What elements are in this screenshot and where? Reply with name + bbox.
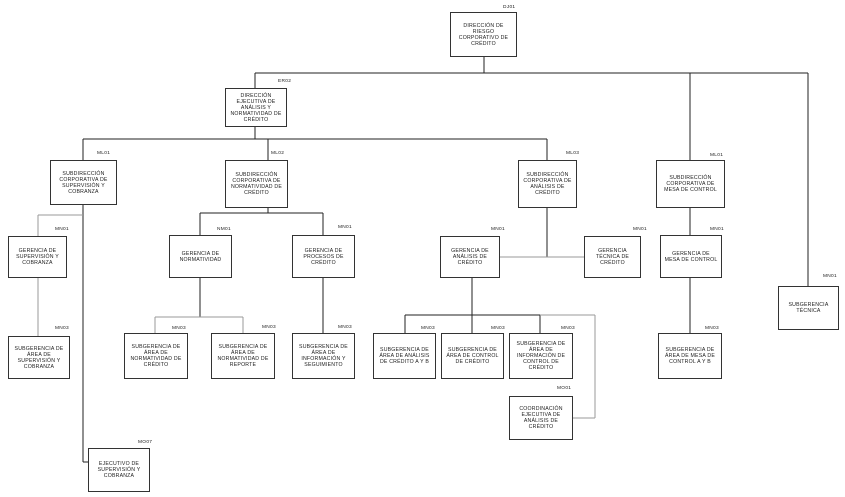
- unit-code: ML01: [97, 151, 111, 156]
- unit-code: MN03: [55, 326, 69, 331]
- org-unit-box[interactable]: Gerencia Técnica de Crédito: [584, 236, 641, 278]
- unit-code: MO07: [138, 440, 153, 445]
- org-unit-box[interactable]: Dirección Ejecutiva de Análisis y Normat…: [225, 88, 287, 127]
- org-unit-box[interactable]: Subgerencia de Área de Control de Crédit…: [441, 333, 504, 379]
- org-unit-box[interactable]: Subgerencia de Área de Información de Co…: [509, 333, 573, 379]
- unit-code: NM01: [217, 227, 231, 232]
- unit-code: MN03: [172, 326, 186, 331]
- org-unit-box[interactable]: Subgerencia de Área de Información y Seg…: [292, 333, 355, 379]
- org-unit-box[interactable]: Gerencia de Mesa de Control: [660, 235, 722, 278]
- org-unit-box[interactable]: Gerencia de Análisis de Crédito: [440, 236, 500, 278]
- unit-code: MN01: [55, 227, 69, 232]
- unit-code: DJ01: [503, 5, 516, 10]
- unit-code: MN01: [710, 227, 724, 232]
- org-unit-box[interactable]: Subdirección Corporativa de Supervisión …: [50, 160, 117, 205]
- unit-code: ML03: [566, 151, 580, 156]
- org-unit-box[interactable]: Subgerencia de Área de Análisis de Crédi…: [373, 333, 436, 379]
- unit-code: ER02: [278, 79, 292, 84]
- unit-code: MN01: [823, 274, 837, 279]
- unit-code: MN03: [561, 326, 575, 331]
- org-unit-box[interactable]: Gerencia de Procesos de Crédito: [292, 235, 355, 278]
- org-unit-box[interactable]: Gerencia de Supervisión y Cobranza: [8, 236, 67, 278]
- unit-code: MO01: [557, 386, 572, 391]
- org-unit-box[interactable]: Ejecutivo de Supervisión y Cobranza: [88, 448, 150, 492]
- unit-code: MN03: [338, 325, 352, 330]
- org-unit-box[interactable]: Subgerencia Técnica: [778, 286, 839, 330]
- org-unit-box[interactable]: Coordinación Ejecutiva de Análisis de Cr…: [509, 396, 573, 440]
- org-unit-box[interactable]: Subgerencia de Área de Normatividad de R…: [211, 333, 275, 379]
- unit-code: MN03: [421, 326, 435, 331]
- org-unit-box[interactable]: Subgerencia de Área de Mesa de Control A…: [658, 333, 722, 379]
- unit-code: MN03: [262, 325, 276, 330]
- unit-code: ML01: [710, 153, 724, 158]
- org-unit-box[interactable]: Gerencia de Normatividad: [169, 235, 232, 278]
- org-unit-box[interactable]: Subdirección Corporativa de Mesa de Cont…: [656, 160, 725, 208]
- unit-code: MN03: [491, 326, 505, 331]
- unit-code: ML02: [271, 151, 285, 156]
- org-unit-box[interactable]: Dirección de Riesgo Corporativo de Crédi…: [450, 12, 517, 57]
- org-unit-box[interactable]: Subgerencia de Área de Normatividad de C…: [124, 333, 188, 379]
- unit-code: MN01: [633, 227, 647, 232]
- unit-code: MN01: [338, 225, 352, 230]
- unit-code: MN03: [705, 326, 719, 331]
- org-unit-box[interactable]: Subdirección Corporativa de Normatividad…: [225, 160, 288, 208]
- unit-code: MN01: [491, 227, 505, 232]
- org-unit-box[interactable]: Subdirección Corporativa de Análisis de …: [518, 160, 577, 208]
- org-unit-box[interactable]: Subgerencia de Área de Supervisión y Cob…: [8, 336, 70, 379]
